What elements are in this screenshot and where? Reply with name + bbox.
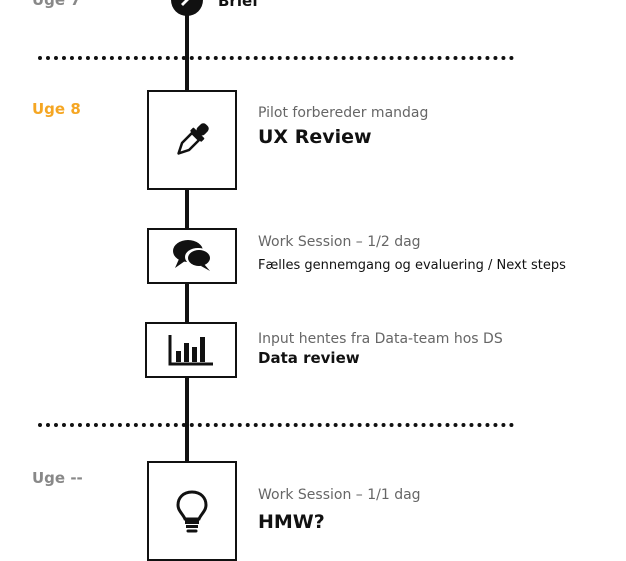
week-label-next: Uge -- <box>32 469 83 487</box>
step-box-data-review <box>145 322 237 378</box>
pipette-icon <box>177 123 209 155</box>
step-subtitle: Work Session – 1/1 dag <box>258 487 421 503</box>
step-subtitle: Work Session – 1/2 dag <box>258 234 421 250</box>
brief-title: Brief <box>218 0 259 10</box>
step-title: Fælles gennemgang og evaluering / Next s… <box>258 258 566 273</box>
step-box-hmw <box>147 461 237 561</box>
step-title: UX Review <box>258 126 372 148</box>
step-subtitle: Pilot forbereder mandag <box>258 105 429 121</box>
week-divider <box>38 56 514 60</box>
step-title: Data review <box>258 349 360 367</box>
brief-icon <box>181 0 189 6</box>
week-label-prev: Uge 7 <box>32 0 81 9</box>
step-box-work-session <box>147 228 237 284</box>
week-label-current: Uge 8 <box>32 100 81 118</box>
week-divider <box>38 423 514 427</box>
brief-step-marker <box>171 0 203 16</box>
step-title: HMW? <box>258 511 325 533</box>
step-subtitle: Input hentes fra Data-team hos DS <box>258 331 503 347</box>
lightbulb-icon <box>176 490 208 533</box>
bar-chart-icon <box>168 335 213 366</box>
chat-bubbles-icon <box>173 240 211 271</box>
step-box-ux-review <box>147 90 237 190</box>
